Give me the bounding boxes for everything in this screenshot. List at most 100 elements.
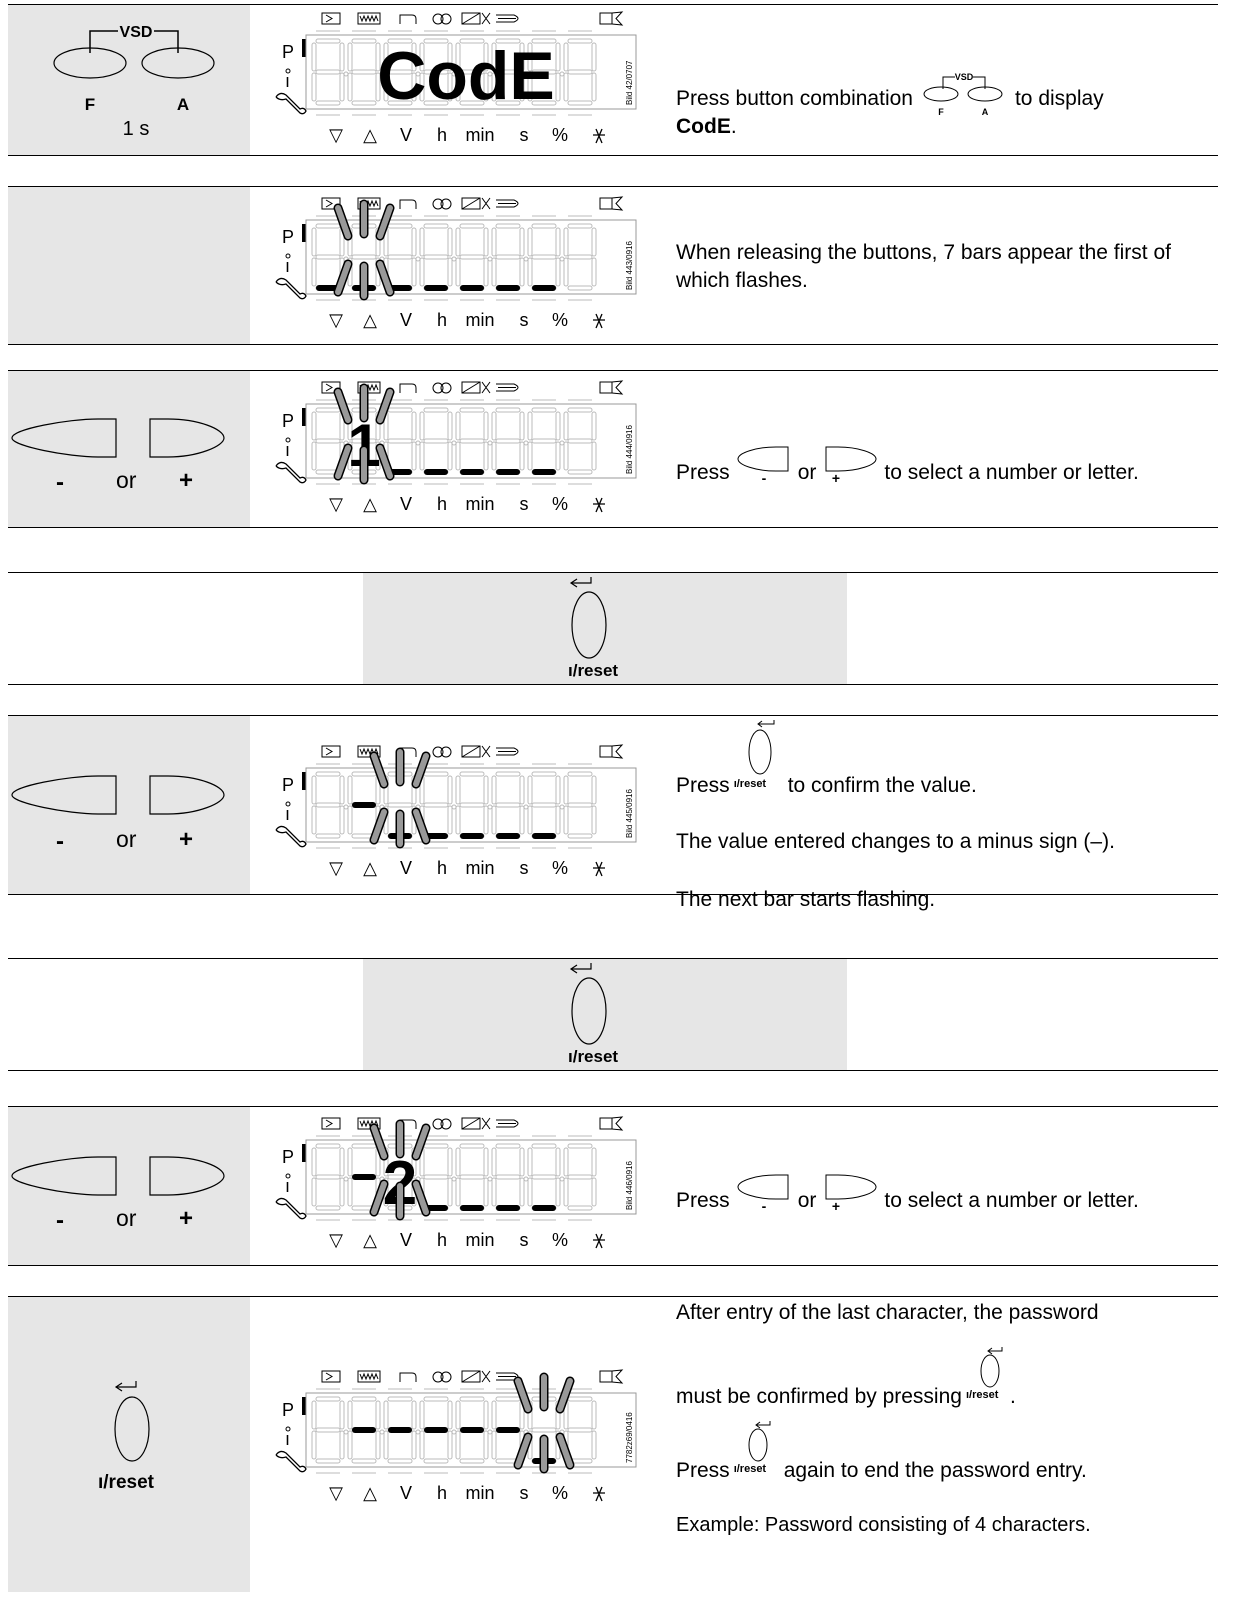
desc-line-3: The next bar starts flashing. bbox=[676, 888, 936, 911]
reset-label: ı/reset bbox=[568, 1047, 619, 1066]
wrench-icon bbox=[275, 1197, 307, 1220]
svg-text:V: V bbox=[400, 858, 412, 878]
minus-plus-buttons[interactable] bbox=[8, 716, 250, 894]
svg-text:A: A bbox=[982, 107, 989, 117]
reset-button[interactable] bbox=[363, 573, 847, 684]
desc-text: to display bbox=[1014, 87, 1104, 110]
svg-text:▽: ▽ bbox=[329, 310, 343, 330]
svg-text:+: + bbox=[832, 470, 840, 485]
plus-button-icon[interactable] bbox=[149, 1156, 225, 1196]
reset-button[interactable] bbox=[8, 1297, 250, 1592]
svg-text:+: + bbox=[832, 1198, 840, 1213]
minus-plus-buttons[interactable] bbox=[8, 371, 250, 527]
lcd-code-text: CodE bbox=[377, 38, 555, 114]
reset-button-icon[interactable] bbox=[571, 591, 607, 659]
minus-button-icon[interactable] bbox=[11, 775, 117, 815]
figure-id: Bild 445/0916 bbox=[625, 789, 634, 838]
or-label: or bbox=[116, 1205, 137, 1231]
plus-inline-icon: + bbox=[825, 1174, 877, 1213]
minus-plus-buttons[interactable] bbox=[8, 1107, 250, 1265]
minus-button-icon[interactable] bbox=[11, 418, 117, 458]
svg-text:△: △ bbox=[363, 310, 377, 330]
figure-id: Bild 446/0916 bbox=[625, 1161, 634, 1210]
or-label: or bbox=[116, 826, 137, 852]
desc-line-4: Example: Password consisting of 4 charac… bbox=[676, 1514, 1091, 1536]
svg-text:min: min bbox=[465, 125, 494, 145]
svg-text:%: % bbox=[552, 1483, 568, 1503]
f-button-icon[interactable] bbox=[53, 47, 127, 79]
plus-inline-icon: + bbox=[825, 446, 877, 485]
reset-button-icon[interactable] bbox=[571, 977, 607, 1045]
reset-button[interactable] bbox=[363, 959, 847, 1070]
step-row-4: ı/reset bbox=[8, 572, 1218, 685]
svg-text:min: min bbox=[465, 310, 494, 330]
svg-text:-: - bbox=[761, 470, 766, 485]
svg-text:▽: ▽ bbox=[329, 1483, 343, 1503]
reset-label: ı/reset bbox=[568, 661, 619, 680]
figure-id: 7782z69/0416 bbox=[625, 1412, 634, 1463]
step-description: When releasing the buttons, 7 bars appea… bbox=[676, 241, 1171, 292]
svg-text:h: h bbox=[437, 858, 447, 878]
svg-text:△: △ bbox=[363, 125, 377, 145]
lcd-p-label: P bbox=[282, 1400, 294, 1420]
a-button-icon[interactable] bbox=[141, 47, 215, 79]
button-panel: - or + bbox=[8, 1107, 250, 1265]
wrench-icon bbox=[275, 825, 307, 848]
figure-id: Bild 42/0707 bbox=[625, 60, 634, 105]
reset-label: ı/reset bbox=[98, 1472, 154, 1493]
svg-text:h: h bbox=[437, 494, 447, 514]
svg-text:▽: ▽ bbox=[329, 125, 343, 145]
svg-text:V: V bbox=[400, 125, 412, 145]
plus-label: + bbox=[179, 826, 194, 853]
wrench-icon bbox=[275, 277, 307, 300]
button-panel: VSD F A 1 s bbox=[8, 5, 250, 155]
svg-text:s: s bbox=[520, 858, 529, 878]
svg-text:▽: ▽ bbox=[329, 1230, 343, 1250]
info-icon: ı bbox=[285, 256, 290, 276]
wrench-icon bbox=[275, 1450, 307, 1473]
a-label: A bbox=[177, 95, 189, 114]
plus-button-icon[interactable] bbox=[149, 418, 225, 458]
svg-text:min: min bbox=[465, 858, 494, 878]
reset-button-icon[interactable] bbox=[114, 1396, 150, 1462]
button-panel bbox=[8, 187, 250, 344]
minus-button-icon[interactable] bbox=[11, 1156, 117, 1196]
svg-text:h: h bbox=[437, 310, 447, 330]
wrench-icon bbox=[275, 461, 307, 484]
desc-line-2: The value entered changes to a minus sig… bbox=[676, 830, 1115, 853]
vsd-button-combo[interactable]: VSD F A 1 s bbox=[8, 5, 250, 155]
svg-text:V: V bbox=[400, 310, 412, 330]
button-panel: - or + bbox=[8, 716, 250, 894]
svg-text:%: % bbox=[552, 494, 568, 514]
lcd-p-label: P bbox=[282, 1147, 294, 1167]
step-description: Press - or + to select a number or lette… bbox=[676, 441, 1216, 487]
info-icon: ı bbox=[285, 804, 290, 824]
or-label: or bbox=[116, 467, 137, 493]
lcd-p-label: P bbox=[282, 42, 294, 62]
svg-text:s: s bbox=[520, 1483, 529, 1503]
svg-text:%: % bbox=[552, 310, 568, 330]
svg-text:%: % bbox=[552, 1230, 568, 1250]
step-description: Press ı/reset to confirm the value. The … bbox=[676, 716, 1216, 914]
svg-text:▽: ▽ bbox=[329, 494, 343, 514]
plus-button-icon[interactable] bbox=[149, 775, 225, 815]
svg-text:min: min bbox=[465, 494, 494, 514]
info-icon: ı bbox=[285, 1429, 290, 1449]
svg-text:s: s bbox=[520, 125, 529, 145]
svg-text:h: h bbox=[437, 125, 447, 145]
svg-text:△: △ bbox=[363, 494, 377, 514]
svg-text:V: V bbox=[400, 494, 412, 514]
figure-id: Bild 443/0916 bbox=[625, 241, 634, 290]
